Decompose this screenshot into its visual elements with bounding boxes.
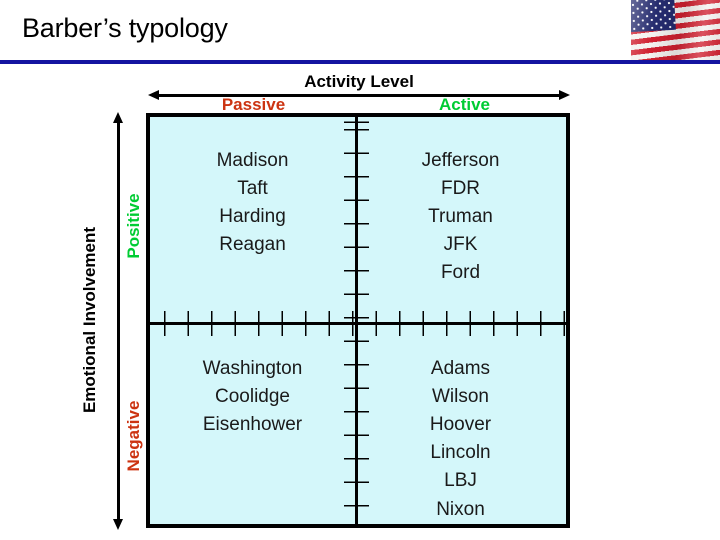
president-name: Hoover bbox=[429, 414, 492, 436]
arrow-shaft bbox=[117, 118, 120, 524]
x-axis-double-arrow-icon bbox=[148, 90, 570, 100]
president-name: Truman bbox=[428, 206, 493, 228]
arrow-left-head-icon bbox=[148, 90, 159, 100]
vertical-axis-line bbox=[355, 117, 358, 524]
president-name: Adams bbox=[430, 358, 491, 379]
president-name: Washington bbox=[202, 358, 303, 379]
horizontal-axis-line bbox=[150, 322, 566, 325]
flag-sheen bbox=[631, 0, 720, 60]
arrow-right-head-icon bbox=[559, 90, 570, 100]
president-name: JFK bbox=[443, 234, 478, 256]
arrow-shaft bbox=[154, 94, 564, 97]
x-axis-title: Activity Level bbox=[304, 72, 414, 91]
president-name: Eisenhower bbox=[202, 414, 303, 436]
y-axis-low-label: Negative bbox=[124, 400, 143, 472]
president-name: LBJ bbox=[444, 470, 477, 492]
y-axis-title: Emotional Involvement bbox=[80, 226, 99, 414]
president-name: Lincoln bbox=[430, 442, 491, 464]
y-axis-double-arrow-icon bbox=[113, 112, 123, 530]
x-axis-high-label: Active bbox=[438, 95, 491, 114]
arrow-down-head-icon bbox=[113, 519, 123, 530]
arrow-up-head-icon bbox=[113, 112, 123, 123]
header-divider bbox=[0, 60, 720, 64]
president-name: Harding bbox=[219, 206, 286, 228]
x-axis-low-label: Passive bbox=[221, 95, 286, 114]
president-name: Coolidge bbox=[215, 386, 290, 408]
president-name: FDR bbox=[440, 178, 481, 200]
y-axis-high-label: Positive bbox=[124, 193, 143, 259]
president-name: Ford bbox=[440, 262, 481, 284]
president-name: Nixon bbox=[436, 498, 485, 520]
american-flag-icon bbox=[631, 0, 720, 60]
page-title: Barber’s typology bbox=[22, 13, 228, 43]
president-name: Wilson bbox=[431, 386, 489, 408]
president-name: Taft bbox=[237, 178, 268, 200]
president-name: Reagan bbox=[219, 234, 286, 256]
president-name: Madison bbox=[216, 150, 289, 171]
president-name: Jefferson bbox=[421, 150, 500, 171]
